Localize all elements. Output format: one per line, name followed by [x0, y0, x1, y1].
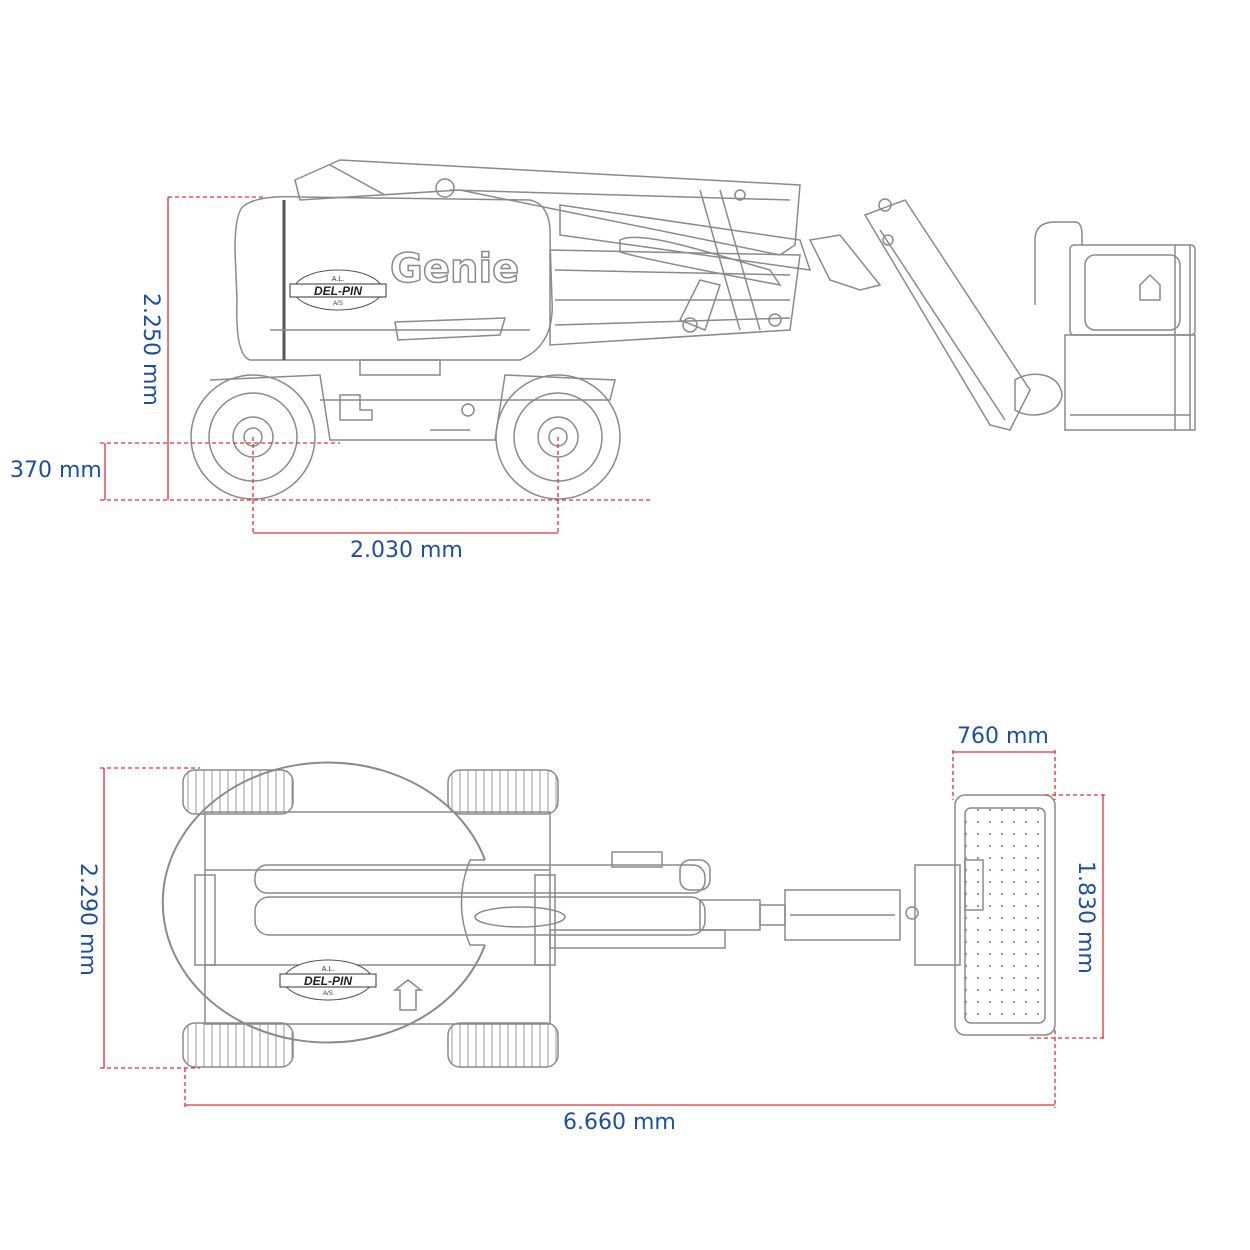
dim-wheelbase-label: 2.030 mm	[350, 538, 463, 563]
dim-length-label: 6.660 mm	[563, 1110, 676, 1135]
dealer-logo-side-top: A.L.	[332, 276, 345, 283]
dim-platform-width-label: 760 mm	[957, 724, 1049, 749]
dim-height-label: 2.250 mm	[138, 293, 163, 406]
top-wheel-front-right	[447, 1022, 559, 1068]
side-boom	[294, 159, 812, 331]
dealer-logo-side-bottom: A/S	[333, 301, 343, 307]
top-wheel-front-left	[447, 769, 559, 815]
dim-platform-length-label: 1.830 mm	[1073, 861, 1098, 974]
side-jib	[808, 198, 1063, 431]
dealer-logo-top-bottom: A/S	[323, 991, 333, 997]
top-dimension-lines	[100, 750, 1105, 1108]
top-chassis	[194, 811, 556, 1025]
genie-logo: Genie	[390, 246, 519, 292]
dealer-logo-top: A.L. DEL-PIN A/S	[279, 959, 377, 1001]
side-turntable	[234, 195, 553, 376]
top-wheel-rear-right	[182, 1022, 294, 1068]
dim-width-label: 2.290 mm	[75, 863, 100, 976]
top-platform	[914, 794, 1056, 1036]
side-platform	[1034, 221, 1196, 431]
side-view	[190, 159, 1196, 500]
dealer-logo-top-main: DEL-PIN	[304, 974, 352, 988]
dealer-logo-side: A.L. DEL-PIN A/S	[289, 269, 387, 311]
top-boom	[254, 851, 919, 949]
side-chassis	[209, 374, 616, 441]
dim-ground-clearance-label: 370 mm	[10, 458, 102, 483]
dealer-logo-top-top: A.L.	[322, 966, 335, 973]
side-wheel-rear	[190, 374, 316, 500]
side-dimension-lines	[100, 196, 650, 535]
top-view	[161, 761, 1056, 1068]
top-wheel-rear-left	[182, 769, 294, 815]
dealer-logo-side-main: DEL-PIN	[314, 284, 362, 298]
side-lower-arm	[549, 249, 801, 346]
top-turntable	[161, 761, 486, 1044]
